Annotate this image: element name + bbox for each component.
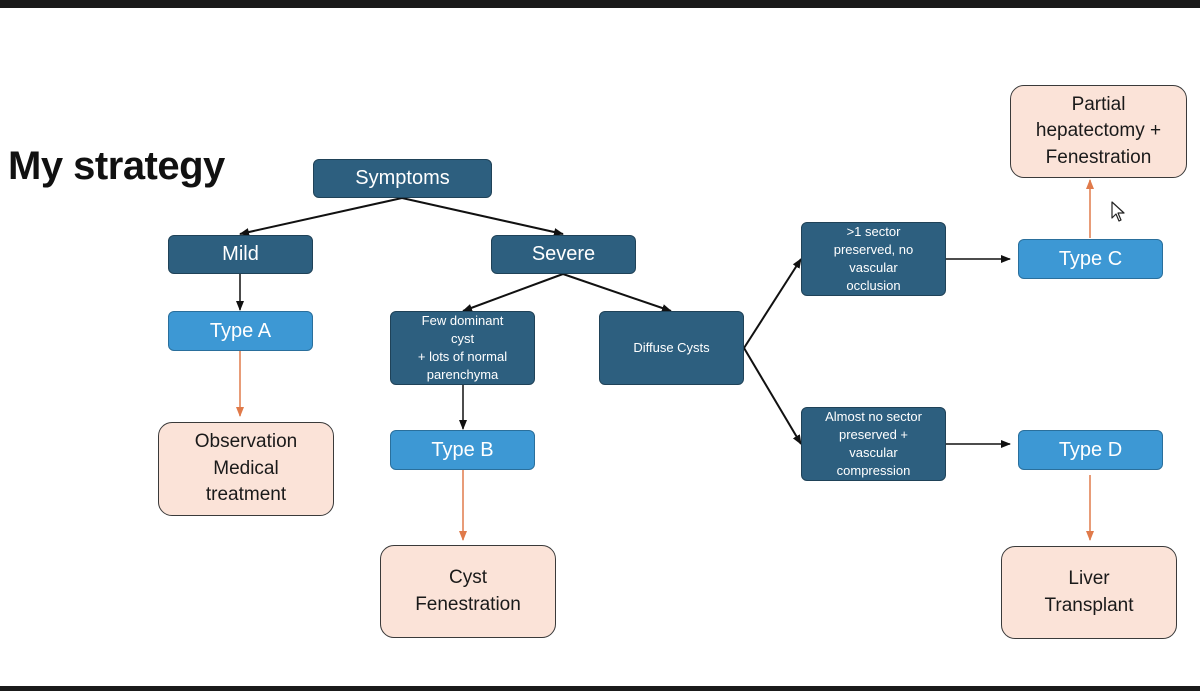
edge-symptoms-severe [401, 197, 564, 236]
node-type-a: Type A [168, 311, 313, 351]
node-liver-transplant: Liver Transplant [1001, 546, 1177, 639]
mouse-cursor-icon [1111, 201, 1125, 222]
node-severe: Severe [491, 235, 636, 274]
top-bar [0, 0, 1200, 8]
node-type-d: Type D [1018, 430, 1163, 470]
edge-severe-diffuse [562, 273, 672, 312]
edge-diffuse-nosector [743, 347, 802, 445]
node-diffuse-cysts: Diffuse Cysts [599, 311, 744, 385]
node-type-c: Type C [1018, 239, 1163, 279]
edge-diffuse-sector [743, 258, 802, 349]
node-few-dominant-cyst: Few dominant cyst + lots of normal paren… [390, 311, 535, 385]
node-mild: Mild [168, 235, 313, 274]
bottom-bar [0, 686, 1200, 691]
node-no-sector-preserved: Almost no sector preserved + vascular co… [801, 407, 946, 481]
node-cyst-fenestration: Cyst Fenestration [380, 545, 556, 638]
edge-severe-few [462, 273, 564, 312]
node-partial-hepatectomy: Partial hepatectomy + Fenestration [1010, 85, 1187, 178]
node-observation: Observation Medical treatment [158, 422, 334, 516]
node-symptoms: Symptoms [313, 159, 492, 198]
node-sector-preserved: >1 sector preserved, no vascular occlusi… [801, 222, 946, 296]
edge-symptoms-mild [239, 197, 403, 236]
slide-title: My strategy [8, 144, 225, 188]
node-type-b: Type B [390, 430, 535, 470]
